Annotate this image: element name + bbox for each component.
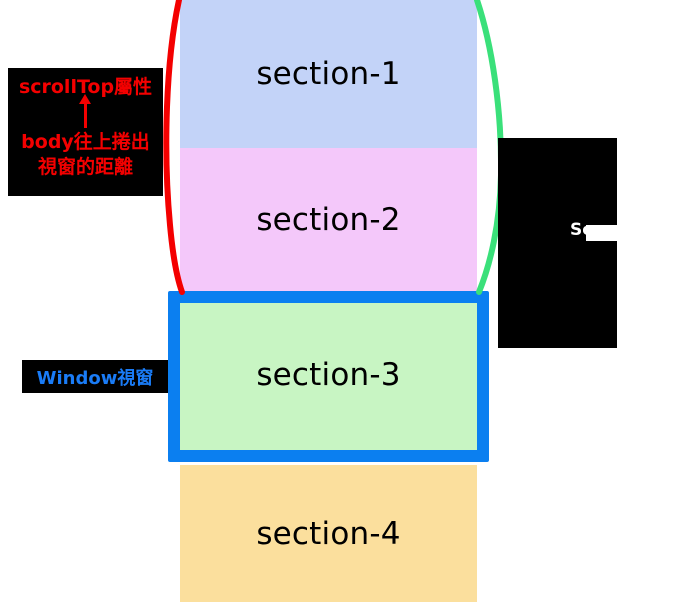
section-block-3: section-3 <box>180 296 477 453</box>
annotation-window: Window視窗 <box>22 360 168 393</box>
annotation-window-label: Window視窗 <box>36 367 154 389</box>
section-block-4: section-4 <box>180 465 477 602</box>
annotation-scrolltop: scrollTop屬性 body往上捲出 視窗的距離 <box>8 68 163 196</box>
annotation-scrolltop-desc-line2: 視窗的距離 <box>37 156 133 178</box>
annotation-scrolltop-title: scrollTop屬性 <box>18 76 153 98</box>
section-block-1: section-1 <box>180 0 477 148</box>
up-arrow-icon <box>79 94 91 128</box>
section-block-2: section-2 <box>180 148 477 291</box>
annotation-scrollheight-overpaint <box>586 225 661 241</box>
section-label-2: section-2 <box>256 201 401 238</box>
annotation-scrolltop-desc-line1: body往上捲出 <box>21 131 150 153</box>
annotation-scrollheight: Sc <box>498 138 661 348</box>
window-viewport-frame <box>168 291 489 462</box>
section-label-1: section-1 <box>256 56 401 92</box>
section-label-4: section-4 <box>256 515 401 552</box>
section-label-3: section-3 <box>256 356 401 393</box>
